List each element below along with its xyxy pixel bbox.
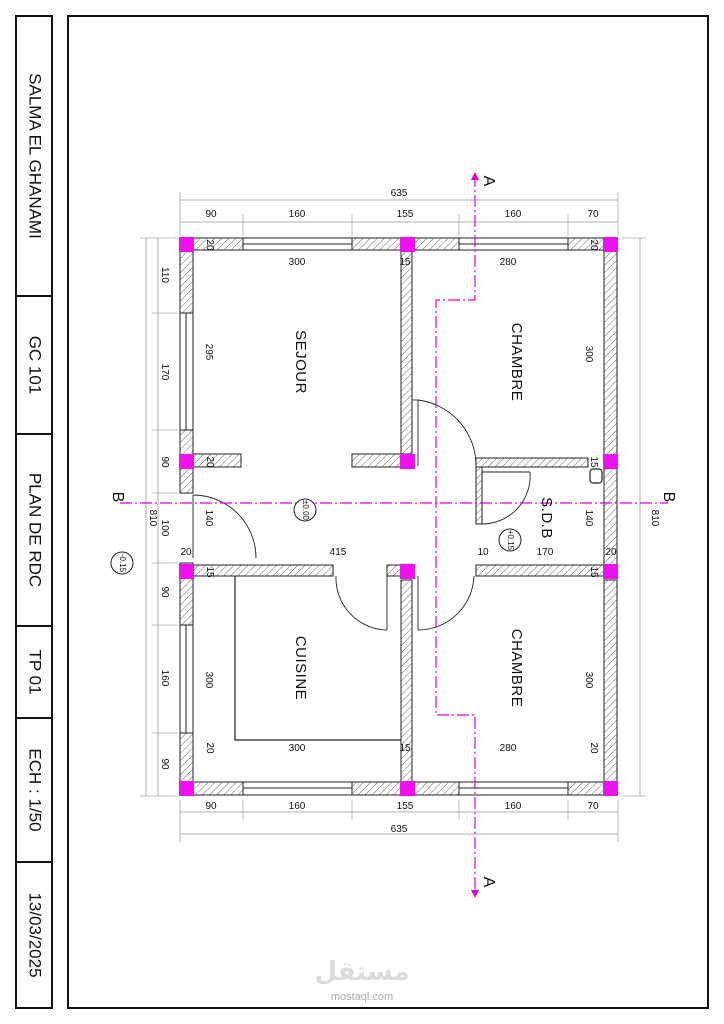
drawing-title: PLAN DE RDC xyxy=(26,473,45,587)
dim-left-seg-2: 170 xyxy=(159,364,170,381)
dim-top-seg-1: 90 xyxy=(205,209,217,220)
svg-text:20: 20 xyxy=(204,456,215,468)
dim-hall-depth: 140 xyxy=(203,510,214,527)
dim-left-seg-5: 90 xyxy=(159,586,170,598)
dim-right-total: 810 xyxy=(649,510,660,527)
section-label-a-bottom: A xyxy=(480,877,497,888)
svg-text:15: 15 xyxy=(588,456,599,468)
svg-text:15: 15 xyxy=(204,566,215,578)
windows xyxy=(179,237,569,796)
dim-sdb-gap: 10 xyxy=(477,547,489,558)
dim-hall-width: 415 xyxy=(330,547,347,558)
dim-chambre-bottom-height: 300 xyxy=(583,672,594,689)
assignment-number: TP 01 xyxy=(26,649,45,694)
dim-left-seg-7: 90 xyxy=(159,758,170,770)
room-label-sejour: SEJOUR xyxy=(292,330,309,394)
level-sdb-label: +0.15 xyxy=(506,530,515,551)
svg-text:15: 15 xyxy=(399,257,411,268)
doors xyxy=(192,399,531,631)
section-label-a-top: A xyxy=(480,176,497,187)
dim-left-seg-3: 90 xyxy=(159,456,170,468)
level-marker-sdb xyxy=(498,528,522,552)
title-block-frame xyxy=(15,15,53,1009)
dim-top-seg-4: 160 xyxy=(505,209,522,220)
watermark-brand: mostaql.com xyxy=(331,991,393,1003)
dim-sdb-width: 170 xyxy=(537,547,554,558)
dim-left-seg-4: 100 xyxy=(159,520,170,537)
dim-left-seg-6: 160 xyxy=(159,670,170,687)
dim-cuisine-height: 300 xyxy=(203,672,214,689)
wall-thickness-labels: 20 20 20 20 20 20 20 15 15 15 15 15 xyxy=(180,239,617,754)
level-marker-hall xyxy=(293,498,317,522)
dim-top-seg-2: 160 xyxy=(289,209,306,220)
dim-bottom-seg-5: 70 xyxy=(587,801,599,812)
room-label-chambre-bottom: CHAMBRE xyxy=(508,629,525,708)
dim-chambre-top-width: 280 xyxy=(500,257,517,268)
dim-bottom-seg-3: 155 xyxy=(397,801,414,812)
dim-top-total: 635 xyxy=(391,188,408,199)
structural-columns xyxy=(179,237,618,796)
dim-top-seg-3: 155 xyxy=(397,209,414,220)
dim-cuisine-width: 300 xyxy=(289,743,306,754)
section-label-b-left: B xyxy=(109,492,126,503)
svg-text:20: 20 xyxy=(204,742,215,754)
room-label-sdb: S.D.B xyxy=(538,497,555,539)
dim-bottom-seg-1: 90 xyxy=(205,801,217,812)
scale-label: ECH : 1/50 xyxy=(26,748,45,831)
svg-text:20: 20 xyxy=(605,547,617,558)
wc-fixture-icon xyxy=(589,468,603,484)
walls xyxy=(179,237,618,796)
dimension-lines xyxy=(140,192,646,842)
date-label: 13/03/2025 xyxy=(26,892,45,977)
dim-top-seg-5: 70 xyxy=(587,209,599,220)
svg-text:20: 20 xyxy=(204,239,215,251)
title-block-dividers xyxy=(16,295,52,863)
level-outside-label: -0.15 xyxy=(118,554,127,573)
dim-chambre-bottom-width: 280 xyxy=(500,743,517,754)
room-label-cuisine: CUISINE xyxy=(292,636,309,700)
dim-chambre-top-height: 300 xyxy=(583,346,594,363)
section-axis-lines xyxy=(120,175,668,895)
watermark-logo: مستقل xyxy=(314,957,409,987)
drawing-frame xyxy=(67,15,709,1009)
kitchen-counter xyxy=(234,576,401,741)
dim-left-seg-1: 110 xyxy=(159,267,170,283)
section-axis-arrows xyxy=(471,172,479,898)
svg-text:20: 20 xyxy=(180,547,192,558)
dim-sdb-height: 140 xyxy=(583,510,594,527)
svg-text:15: 15 xyxy=(588,566,599,578)
dim-bottom-seg-4: 160 xyxy=(505,801,522,812)
course-code: GC 101 xyxy=(26,336,45,395)
dim-sejour-height: 295 xyxy=(203,344,214,361)
section-label-b-right: B xyxy=(660,492,677,503)
dim-bottom-total: 635 xyxy=(391,824,408,835)
level-hall-label: ±0.00 xyxy=(301,500,310,521)
svg-text:مستقل: مستقل xyxy=(314,957,409,987)
dim-bottom-seg-2: 160 xyxy=(289,801,306,812)
svg-text:20: 20 xyxy=(588,239,599,251)
dim-left-total: 810 xyxy=(147,510,158,527)
level-marker-outside xyxy=(110,551,134,575)
svg-text:15: 15 xyxy=(399,743,411,754)
room-label-chambre-top: CHAMBRE xyxy=(508,323,525,402)
dim-sejour-width: 300 xyxy=(289,257,306,268)
author-name: SALMA EL GHANAMI xyxy=(26,73,45,239)
svg-text:20: 20 xyxy=(588,742,599,754)
